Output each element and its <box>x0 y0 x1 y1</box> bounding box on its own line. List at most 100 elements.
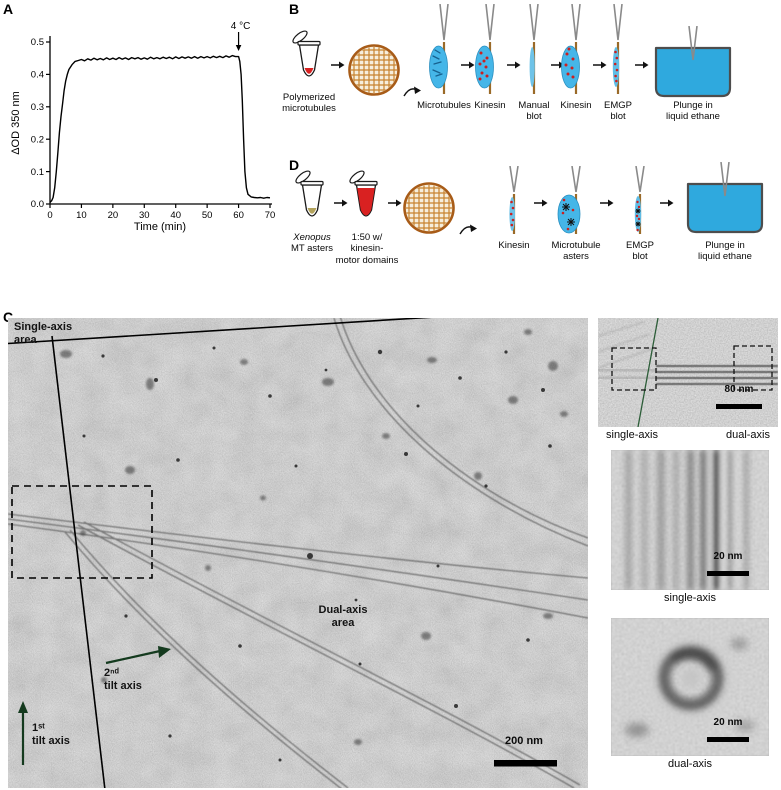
inset-dual-axis: 20 nm dual-axis <box>611 618 769 770</box>
arrow-right-icon <box>334 199 348 207</box>
grid-kinesin-icon <box>475 4 495 94</box>
curved-arrow-icon <box>459 224 477 235</box>
svg-text:30: 30 <box>139 210 150 221</box>
tilt-axis-1-label: 1ˢᵗ tilt axis <box>32 722 70 748</box>
tube-xenopus-asters-icon <box>295 170 324 217</box>
svg-text:0.2: 0.2 <box>31 134 44 145</box>
aster-icon <box>567 218 575 226</box>
arrow-right-icon <box>461 61 475 69</box>
grid-kinesin-icon <box>509 166 519 234</box>
scale-label-20nm: 20 nm <box>713 551 743 562</box>
zoom-region-dashed-box <box>11 485 153 579</box>
svg-text:10: 10 <box>76 210 87 221</box>
inset-dual-image: 20 nm <box>611 618 769 756</box>
tweezers-icon <box>509 166 519 193</box>
scale-label-80nm: 80 nm <box>724 384 754 395</box>
svg-text:0.1: 0.1 <box>31 167 44 178</box>
tweezers-icon <box>613 4 623 41</box>
liquid-ethane-container-icon <box>654 26 732 98</box>
caption-single-axis: single-axis <box>606 429 658 441</box>
svg-text:0.0: 0.0 <box>31 199 44 210</box>
arrow-right-icon <box>593 61 607 69</box>
arrow-right-icon <box>660 199 674 207</box>
svg-text:60: 60 <box>233 210 244 221</box>
label-microtubules: Microtubules <box>417 100 471 111</box>
tube-kinesin-dilution-icon <box>349 170 378 217</box>
micrograph-image <box>8 318 588 788</box>
tilt-area-boundary-lines <box>8 318 432 788</box>
svg-text:ΔOD 350 nm: ΔOD 350 nm <box>10 91 22 155</box>
arrow-right-icon <box>331 61 345 69</box>
caption-dual-axis: dual-axis <box>725 429 770 441</box>
dual-axis-area-label: Dual-axis area <box>318 604 368 630</box>
svg-text:0.3: 0.3 <box>31 102 44 113</box>
grid-emgp-blot-icon <box>612 4 623 94</box>
grid-microtubules-icon <box>429 4 449 94</box>
aster-icon <box>635 221 641 227</box>
gold-fiducials <box>82 346 552 762</box>
label-kinesin-d: Kinesin <box>498 240 530 251</box>
label-emgp-blot: EMGP blot <box>604 100 632 123</box>
tweezers-icon <box>529 4 539 41</box>
svg-text:70: 70 <box>265 210 276 221</box>
scale-bar-20nm <box>707 737 749 742</box>
aster-icon <box>635 208 641 214</box>
single-axis-area-label: Single-axis area <box>14 321 73 347</box>
red-solution <box>357 188 375 216</box>
svg-text:Time (min): Time (min) <box>134 221 186 233</box>
arrow-right-icon <box>388 199 402 207</box>
tweezers-icon <box>485 4 495 41</box>
asters-text: MT asters <box>290 243 334 255</box>
label-kinesin-2: Kinesin <box>560 100 592 111</box>
microtubule-lines-sharp <box>656 365 778 385</box>
arrow-right-icon <box>600 199 614 207</box>
arrow-right-icon <box>507 61 521 69</box>
fresnel-fringes <box>598 321 655 369</box>
svg-text:0: 0 <box>47 210 52 221</box>
inset-single-image: 20 nm <box>611 450 769 590</box>
label-plunge-ethane-d: Plunge in liquid ethane <box>698 240 752 263</box>
grid-kinesin-icon <box>561 4 581 94</box>
tube-polymerized-mt-icon <box>292 30 321 77</box>
dashed-box-dual <box>733 345 773 391</box>
tilt-axis-2-label: 2ⁿᵈ tilt axis <box>104 667 142 693</box>
caption-single-axis-recon: single-axis <box>664 592 716 604</box>
vertical-density-stripes <box>625 450 749 590</box>
arrow-right-icon <box>534 199 548 207</box>
svg-text:40: 40 <box>170 210 181 221</box>
label-polymerized-microtubules: Polymerized microtubules <box>282 92 336 115</box>
panel-c-letter: C <box>3 309 14 325</box>
label-plunge-ethane-b: Plunge in liquid ethane <box>666 100 720 123</box>
scale-label-20nm: 20 nm <box>713 717 743 728</box>
svg-text:0.4: 0.4 <box>31 70 44 81</box>
grid-microtubule-asters-icon <box>557 166 581 234</box>
cryoem-micrograph: Single-axis area Dual-axis area 2ⁿᵈ tilt… <box>8 318 588 788</box>
tweezers-icon <box>635 166 645 193</box>
tilt-axis-2-arrow-icon <box>105 646 171 665</box>
scale-label-200nm: 200 nm <box>505 735 543 747</box>
tweezers-icon <box>688 26 698 61</box>
scale-bar-200nm <box>494 760 557 767</box>
curved-arrow-icon <box>403 86 421 97</box>
label-kinesin-dilution: 1:50 w/ kinesin- motor domains <box>335 232 399 266</box>
svg-text:0.5: 0.5 <box>31 37 44 48</box>
microtubule-ring-density <box>625 632 755 737</box>
grid-emgp-blot-icon <box>634 166 645 234</box>
inset-tomo: 80 nm single-axis dual-axis <box>598 318 778 441</box>
dashed-box-single <box>611 347 657 391</box>
panel-b-letter: B <box>289 1 300 17</box>
inset-tomo-captions: single-axis dual-axis <box>598 427 778 441</box>
tomo-slice-image <box>598 318 778 427</box>
label-manual-blot: Manual blot <box>518 100 550 123</box>
arrow-right-icon <box>635 61 649 69</box>
tweezers-icon <box>720 162 730 197</box>
ice-contamination-blobs <box>60 329 568 745</box>
tweezers-icon <box>571 166 581 193</box>
svg-text:20: 20 <box>108 210 119 221</box>
scale-bar-20nm <box>707 571 749 576</box>
em-grid-icon <box>403 182 455 234</box>
panel-d-letter: D <box>289 157 300 173</box>
dual-axis-reconstruction-image <box>611 618 769 756</box>
